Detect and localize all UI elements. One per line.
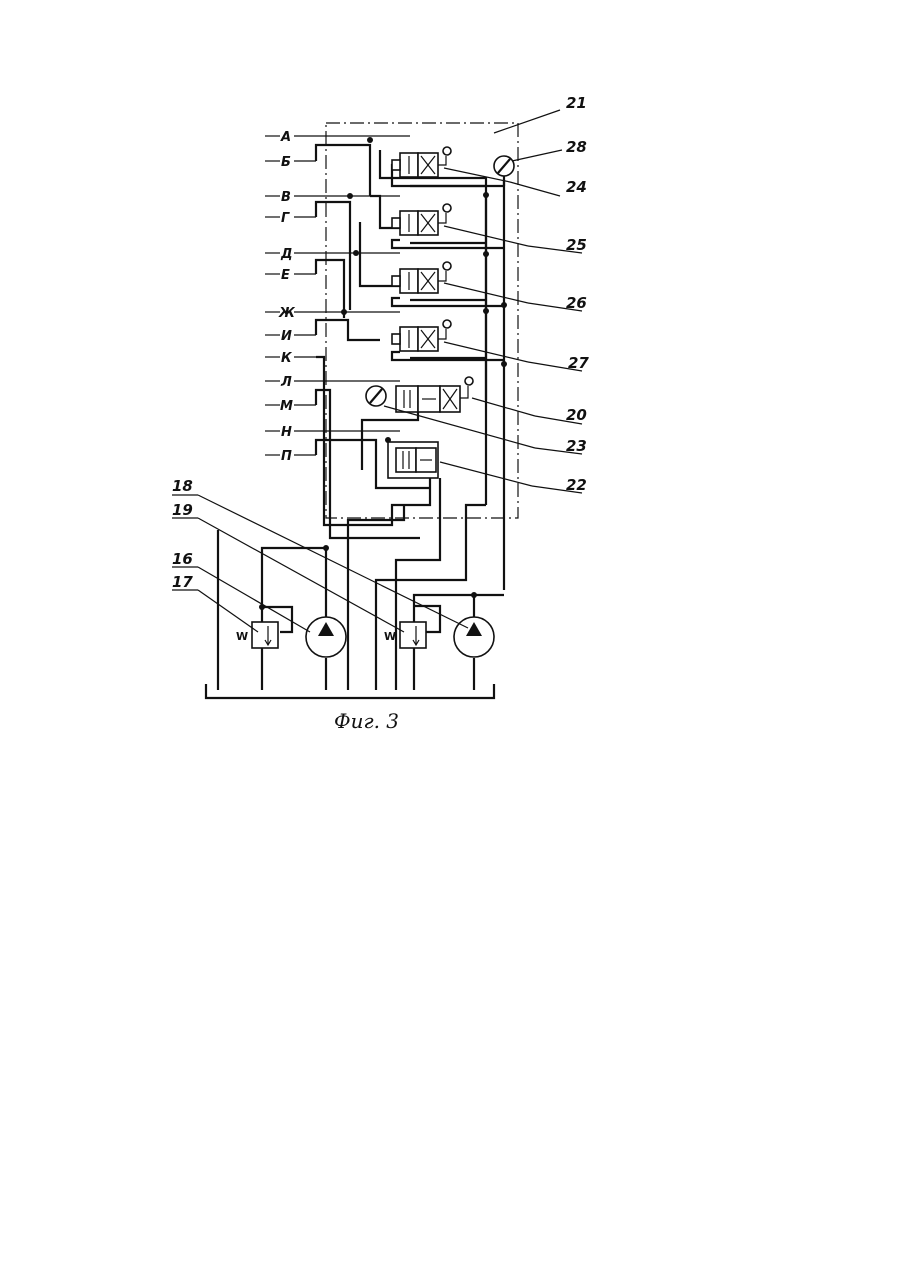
callout-19: 19 [172,501,193,519]
port-label-g: Г [281,211,290,226]
callout-23: 23 [566,437,587,455]
pressure-gauge-23 [366,386,386,406]
valve-22 [388,442,438,478]
svg-text:W: W [384,630,396,643]
port-label-p: П [281,449,292,464]
relief-valve-17: W [236,622,278,648]
port-label-a: А [280,130,291,145]
valve-27 [392,320,451,351]
callout-26: 26 [566,294,587,312]
callout-17: 17 [172,573,193,591]
relief-valve-19: W [384,622,426,648]
valve-25 [392,204,451,235]
port-label-m: М [280,399,293,414]
callout-24: 24 [566,178,587,196]
callout-18: 18 [172,477,193,495]
svg-text:W: W [236,630,248,643]
port-label-b: Б [281,155,291,170]
valve-20 [396,377,473,412]
callout-16: 16 [172,550,193,568]
leader-lines [172,110,582,632]
valve-24 [392,147,451,177]
callout-25: 25 [566,236,587,254]
callout-22: 22 [566,476,587,494]
pump-16 [306,617,346,657]
figure-caption: Фиг. 3 [334,709,399,733]
port-label-n: Н [281,425,292,440]
callout-28: 28 [566,138,587,156]
port-labels: А Б В Г Д Е Ж И К Л М Н П [278,130,296,464]
tank-bracket [206,684,494,698]
port-label-l: Л [280,375,292,390]
port-label-k: К [281,351,293,366]
port-label-i: И [281,329,292,344]
port-label-v: В [281,190,291,205]
callout-21: 21 [566,94,587,112]
port-label-d: Д [280,247,293,262]
pressure-gauge-28 [494,156,514,176]
port-label-e: Е [281,268,290,283]
port-label-zh: Ж [278,306,296,321]
pump-18 [454,617,494,657]
valve-26 [392,262,451,293]
callout-20: 20 [566,406,587,424]
callout-27: 27 [568,354,589,372]
